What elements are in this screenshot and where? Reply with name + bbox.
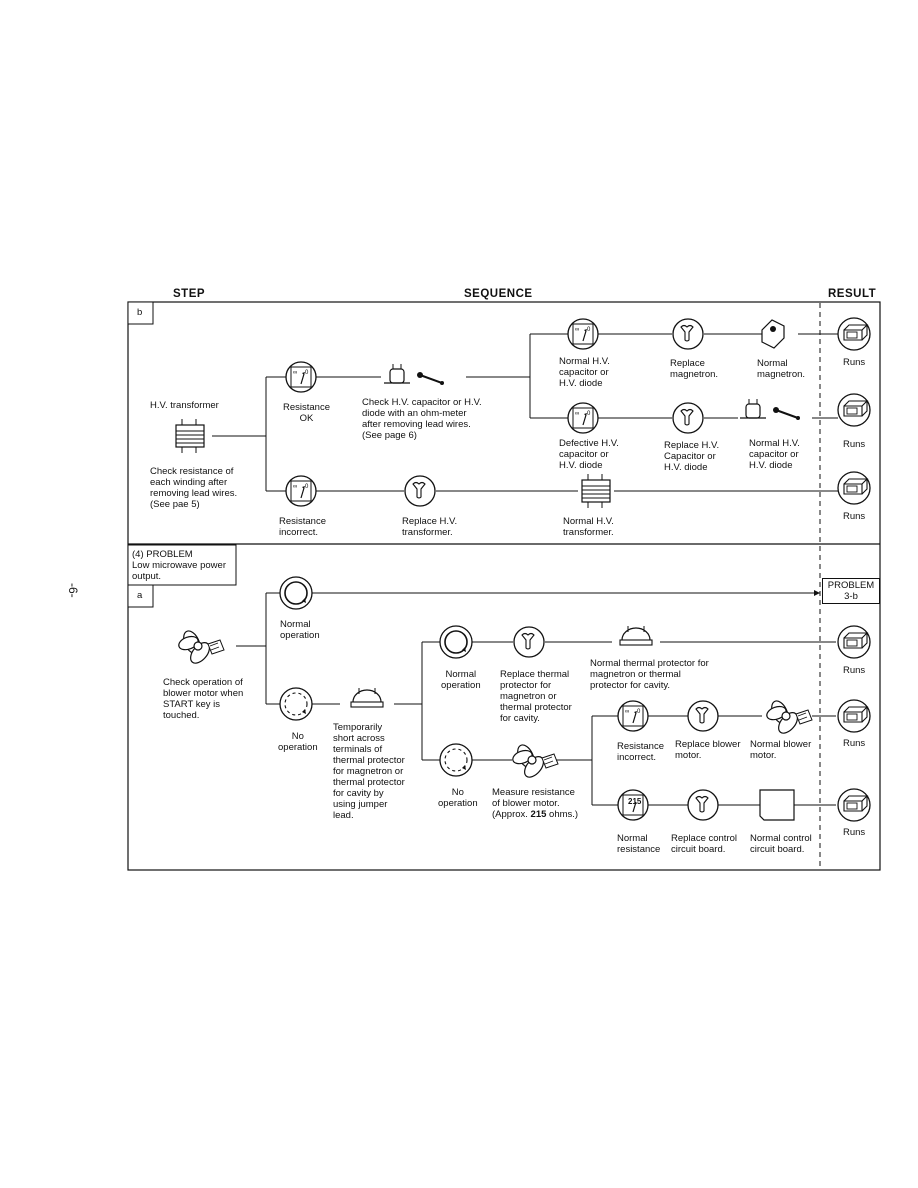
section-b-label: b [137,307,143,318]
oven-icon [837,625,871,659]
wrench-icon [513,626,545,658]
header-sequence: SEQUENCE [464,288,533,300]
replace-magnetron-label: Replace magnetron. [670,358,719,380]
result-runs: Runs [843,738,866,749]
thermal-protector-icon [350,687,384,708]
replace-hv-transformer-label: Replace H.V. transformer. [402,516,458,538]
normal-thermal-text: Normal thermal protector for magnetron o… [590,658,709,691]
dial-normal-icon [279,576,313,610]
meter-icon [567,402,599,434]
blower-fan-icon [764,697,813,738]
normal-blower-label: Normal blower motor. [750,739,812,761]
meter-icon [285,361,317,393]
wrench-icon [672,318,704,350]
no-operation-label: No operation [278,731,318,753]
resistance-ok-label: Resistance OK [283,402,330,424]
oven-icon [837,393,871,427]
blower-fan-icon [510,741,559,782]
result-runs: Runs [843,439,866,450]
oven-icon [837,471,871,505]
meter-icon [567,318,599,350]
resistance-incorrect-label: Resistance incorrect. [617,741,664,763]
replace-hv-cap-label: Replace H.V. Capacitor or H.V. diode [664,440,720,473]
result-runs: Runs [843,511,866,522]
temporarily-text: Temporarily short across terminals of th… [333,722,405,821]
normal-operation2-label: Normal operation [441,669,481,691]
dial-no-operation-icon [279,687,313,721]
meter-icon [285,475,317,507]
oven-icon [837,788,871,822]
step-b-text: Check resistance of each winding after r… [150,466,238,510]
normal-hv-cap2-label: Normal H.V. capacitor or H.V. diode [749,438,800,471]
normal-resistance-label: Normal resistance [617,833,661,855]
meter-icon [617,700,649,732]
check-capacitor-text: Check H.V. capacitor or H.V. diode with … [362,397,482,441]
capacitor-diode-icon [739,398,801,421]
wrench-icon [672,402,704,434]
wrench-icon [687,700,719,732]
replace-control-label: Replace control circuit board. [671,833,738,855]
normal-control-label: Normal control circuit board. [750,833,812,855]
meter-reading: 215 [628,797,642,806]
dial-normal-icon [439,625,473,659]
blower-fan-icon [176,627,225,668]
normal-hv-cap-label: Normal H.V. capacitor or H.V. diode [559,356,610,389]
step-a-text: Check operation of blower motor when STA… [163,677,244,721]
meter-215-icon [617,789,649,821]
result-runs: Runs [843,357,866,368]
replace-thermal-text: Replace thermal protector for magnetron … [500,669,572,724]
normal-magnetron-label: Normal magnetron. [757,358,806,380]
capacitor-diode-icon [383,363,445,386]
problem-4-title: (4) PROBLEM Low microwave power output. [132,549,226,582]
hv-transformer-title: H.V. transformer [150,400,219,411]
resistance-incorrect-label: Resistance incorrect. [279,516,326,538]
oven-icon [837,699,871,733]
wrench-icon [404,475,436,507]
replace-blower-label: Replace blower motor. [675,739,741,761]
section-a-label: a [137,590,143,601]
problem-3b-ref: PROBLEM 3-b [822,578,880,604]
dial-no-operation-icon [439,743,473,777]
result-runs: Runs [843,665,866,676]
result-runs: Runs [843,827,866,838]
normal-hv-transformer-label: Normal H.V. transformer. [563,516,614,538]
header-result: RESULT [828,288,877,300]
oven-icon [837,317,871,351]
transformer-icon [175,418,205,454]
magnetron-icon [761,319,785,349]
circuit-board-icon [759,789,795,821]
normal-operation-label: Normal operation [280,619,320,641]
defective-hv-label: Defective H.V. capacitor or H.V. diode [559,438,619,471]
transformer-icon [581,473,611,509]
header-step: STEP [173,288,206,300]
thermal-protector-icon [619,625,653,646]
approx-text: (Approx. 215 ohms.) [492,809,579,820]
no-operation2-label: No operation [438,787,478,809]
wrench-icon [687,789,719,821]
measure-resistance-text: Measure resistance of blower motor. [492,787,575,809]
